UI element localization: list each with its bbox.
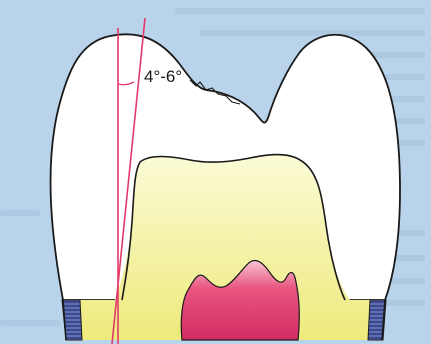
angle-label: 4°-6°: [144, 67, 182, 86]
